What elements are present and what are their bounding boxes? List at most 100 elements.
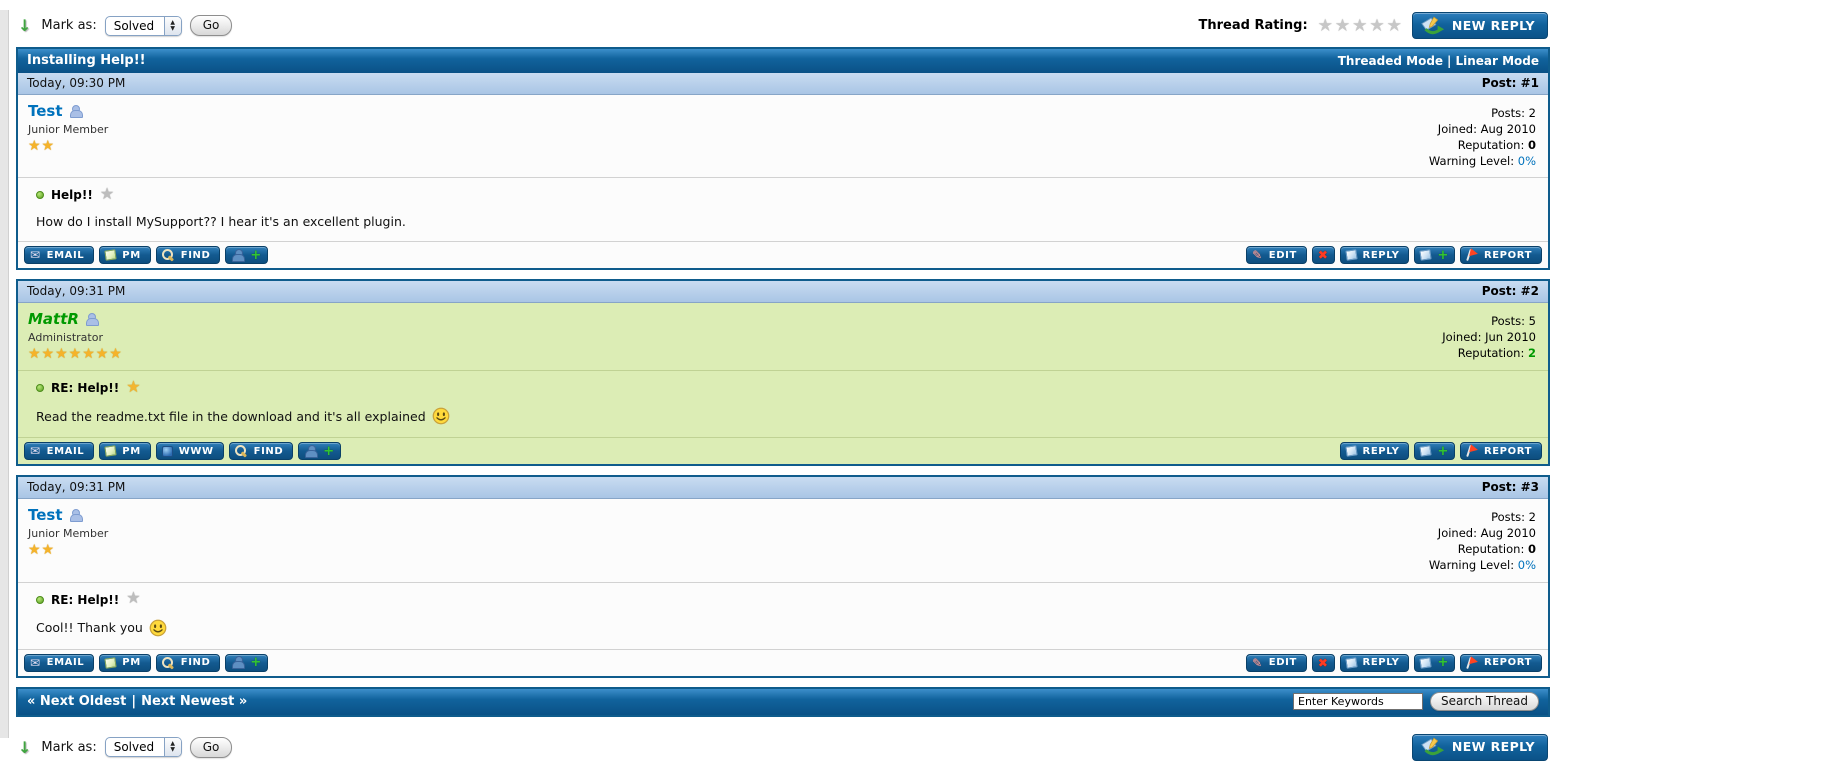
post-body: Test Junior Member ★★ Posts: 2 Joined: A… <box>18 499 1548 676</box>
report-button[interactable]: REPORT <box>1459 653 1542 672</box>
search-thread-button[interactable]: Search Thread <box>1430 691 1539 711</box>
author-name-link[interactable]: MattR <box>28 310 79 329</box>
mark-as-select[interactable]: Solved ▲▼ <box>104 15 182 36</box>
stat-joined: Joined: Jun 2010 <box>1442 330 1536 345</box>
find-button[interactable]: FIND <box>228 442 294 461</box>
user-icon <box>85 312 99 326</box>
post-date: Today, 09:31 PM <box>27 480 126 495</box>
post-button-row: ✉EMAIL PM WWW FIND + REPLY + REPORT <box>18 438 1548 464</box>
pm-button[interactable]: PM <box>99 653 151 672</box>
post-button-row: ✉EMAIL PM FIND + ✎EDIT ✖ REPLY + REPORT <box>18 650 1548 676</box>
author-area: Test Junior Member ★★ Posts: 2 Joined: A… <box>18 95 1548 179</box>
message-text: Read the readme.txt file in the download… <box>36 407 1538 425</box>
next-newest-link[interactable]: Next Newest » <box>141 693 248 709</box>
quote-button[interactable]: + <box>1414 246 1455 265</box>
post-date: Today, 09:30 PM <box>27 76 126 90</box>
new-reply-icon <box>1421 16 1444 34</box>
email-icon: ✉ <box>30 655 41 670</box>
post-button-row: ✉EMAIL PM FIND + ✎EDIT ✖ REPLY + REPORT <box>18 242 1548 268</box>
reply-button[interactable]: REPLY <box>1339 653 1410 672</box>
thread-rating-stars[interactable]: ★★★★★ <box>1317 15 1404 36</box>
pm-icon <box>104 657 117 669</box>
add-buddy-button[interactable]: + <box>225 246 268 265</box>
add-buddy-button[interactable]: + <box>225 653 268 672</box>
thread-title-bar: Installing Help!! Threaded Mode|Linear M… <box>18 49 1548 73</box>
stat-warning: Warning Level: 0% <box>1428 153 1536 168</box>
mark-as-label: Mark as: <box>41 18 97 33</box>
email-button[interactable]: ✉EMAIL <box>24 246 95 265</box>
solved-star-icon: ★ <box>126 588 141 608</box>
email-button[interactable]: ✉EMAIL <box>24 653 95 672</box>
jump-down-arrow-icon[interactable]: ↓ <box>18 16 32 35</box>
find-button[interactable]: FIND <box>155 246 221 265</box>
post-number: Post: #3 <box>1481 480 1539 495</box>
reputation-value: 0 <box>1527 137 1536 152</box>
edit-icon: ✎ <box>1252 248 1263 263</box>
select-stepper-icon: ▲▼ <box>163 16 181 35</box>
reply-button[interactable]: REPLY <box>1339 246 1410 265</box>
smiley-icon <box>432 408 450 425</box>
find-button[interactable]: FIND <box>155 653 221 672</box>
author-stats: Posts: 2 Joined: Aug 2010 Reputation: 0 … <box>1429 102 1536 169</box>
warning-level-link[interactable]: 0% <box>1517 153 1536 168</box>
view-modes: Threaded Mode|Linear Mode <box>1338 54 1539 68</box>
pm-button[interactable]: PM <box>99 246 151 265</box>
user-icon <box>69 104 83 118</box>
delete-button[interactable]: ✖ <box>1311 246 1335 265</box>
stat-posts: Posts: 5 <box>1491 314 1536 329</box>
add-buddy-icon <box>304 444 319 458</box>
message-text: Cool!! Thank you <box>36 619 1538 637</box>
post-date: Today, 09:31 PM <box>27 284 126 299</box>
new-reply-button[interactable]: NEW REPLY <box>1411 733 1548 761</box>
author-name-link[interactable]: Test <box>28 102 63 120</box>
edit-button[interactable]: ✎EDIT <box>1246 653 1307 672</box>
solved-star-icon: ★ <box>126 376 141 396</box>
post-subject: Help!! <box>51 188 93 203</box>
plus-icon: + <box>1437 443 1449 459</box>
reputation-value: 0 <box>1527 542 1536 557</box>
mode-separator: | <box>1447 53 1452 68</box>
add-buddy-icon <box>231 248 246 262</box>
go-button[interactable]: Go <box>189 736 233 758</box>
report-button[interactable]: REPORT <box>1459 442 1542 461</box>
plus-icon: + <box>323 443 335 459</box>
reply-button[interactable]: REPLY <box>1339 442 1410 461</box>
go-button[interactable]: Go <box>189 15 233 36</box>
www-button[interactable]: WWW <box>155 442 224 461</box>
smiley-icon <box>149 619 167 637</box>
pm-button[interactable]: PM <box>99 442 151 461</box>
author-name-link[interactable]: Test <box>28 506 63 525</box>
mark-as-selected-value: Solved <box>113 18 155 33</box>
linear-mode-link[interactable]: Linear Mode <box>1455 53 1539 68</box>
reputation-value: 2 <box>1527 346 1536 361</box>
post-body: MattR Administrator ★★★★★★★ Posts: 5 Joi… <box>18 303 1548 465</box>
delete-button[interactable]: ✖ <box>1311 653 1335 672</box>
plus-icon: + <box>250 247 262 263</box>
report-button[interactable]: REPORT <box>1459 246 1542 265</box>
new-reply-button[interactable]: NEW REPLY <box>1411 12 1548 39</box>
search-input[interactable] <box>1293 692 1423 710</box>
solved-star-icon: ★ <box>99 183 115 203</box>
post-subject: RE: Help!! <box>51 592 120 607</box>
warning-level-link[interactable]: 0% <box>1517 558 1536 573</box>
quote-button[interactable]: + <box>1414 442 1455 461</box>
find-icon <box>161 656 175 669</box>
www-icon <box>161 445 173 457</box>
new-reply-label: NEW REPLY <box>1451 739 1535 755</box>
mark-as-select[interactable]: Solved ▲▼ <box>104 737 182 758</box>
author-title: Junior Member <box>28 123 109 136</box>
add-buddy-button[interactable]: + <box>298 442 341 461</box>
author-area: MattR Administrator ★★★★★★★ Posts: 5 Joi… <box>18 303 1548 372</box>
edit-button[interactable]: ✎EDIT <box>1246 246 1307 265</box>
thread-title: Installing Help!! <box>27 53 146 68</box>
stat-posts: Posts: 2 <box>1491 106 1536 120</box>
jump-down-arrow-icon[interactable]: ↓ <box>18 737 32 757</box>
threaded-mode-link[interactable]: Threaded Mode <box>1337 53 1444 68</box>
email-button[interactable]: ✉EMAIL <box>24 442 95 461</box>
post-body: Test Junior Member ★★ Posts: 2 Joined: A… <box>18 95 1548 269</box>
author-area: Test Junior Member ★★ Posts: 2 Joined: A… <box>18 499 1548 583</box>
stat-reputation: Reputation: 0 <box>1457 542 1536 557</box>
next-oldest-link[interactable]: « Next Oldest <box>27 693 127 709</box>
quote-button[interactable]: + <box>1414 653 1455 672</box>
thread-table: Installing Help!! Threaded Mode|Linear M… <box>16 47 1550 271</box>
